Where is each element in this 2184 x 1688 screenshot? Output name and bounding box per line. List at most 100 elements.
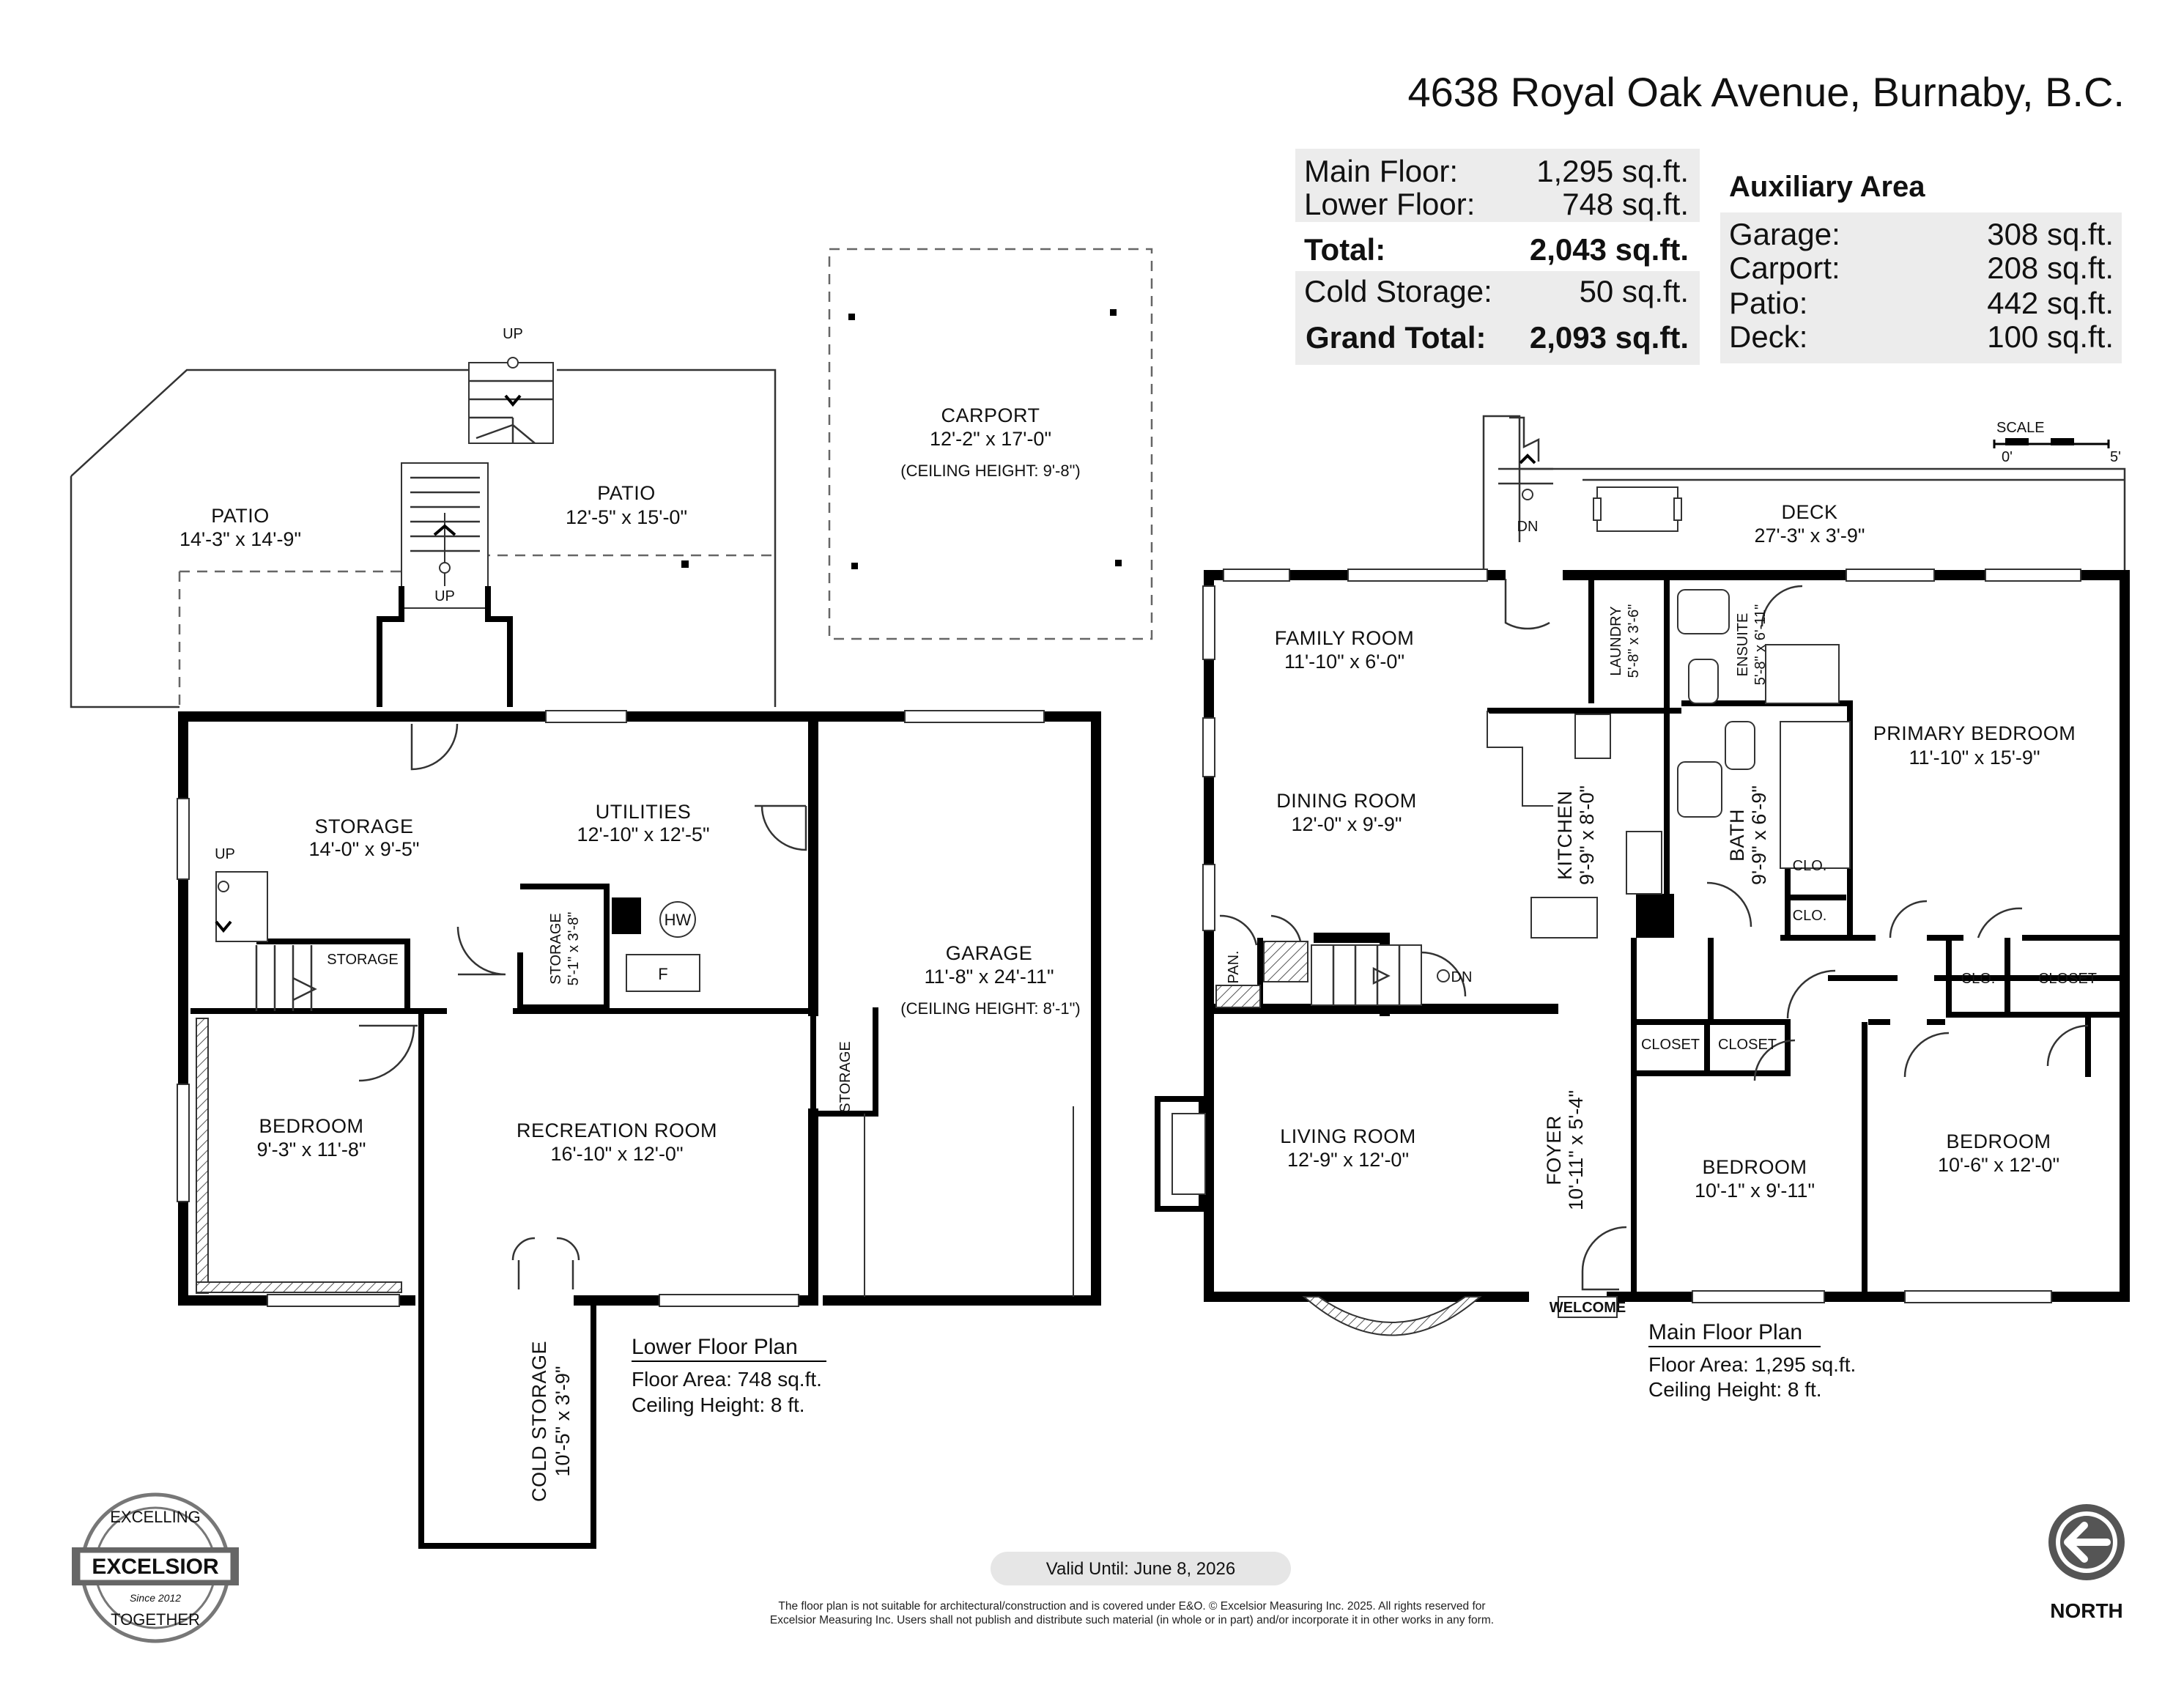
furnace-label: F — [658, 965, 667, 983]
lower-up-mid: UP — [434, 588, 455, 604]
summary-value-main: 1,295 sq.ft. — [1536, 154, 1689, 188]
svg-text:SCALE: SCALE — [1996, 420, 2045, 436]
address-title: 4638 Royal Oak Avenue, Burnaby, B.C. — [1407, 69, 2125, 115]
recreation-name: RECREATION ROOM — [517, 1119, 717, 1141]
logo-name: EXCELSIOR — [92, 1555, 219, 1579]
lower-up-top: UP — [503, 326, 523, 342]
summary-label-total: Total: — [1304, 232, 1385, 267]
clo-1: CLO. — [1793, 858, 1827, 874]
summary-label-cold: Cold Storage: — [1304, 274, 1492, 308]
deck-dn: DN — [1517, 519, 1539, 535]
scale-bar: SCALE 0' 5' — [1993, 420, 2121, 465]
garage-storage-label: STORAGE — [837, 1041, 854, 1112]
lower-floor-area: Floor Area: 748 sq.ft. — [632, 1368, 822, 1391]
kitchen-dim: 9'-9" x 8'-0" — [1576, 785, 1598, 885]
storage-dim: 14'-0" x 9'-5" — [308, 838, 419, 860]
patio-left-name: PATIO — [211, 505, 270, 527]
closet-3: CLOSET — [2038, 971, 2097, 987]
laundry-name: LAUNDRY — [1608, 606, 1624, 675]
lower-floor-title: Lower Floor Plan — [632, 1335, 798, 1359]
north-arrow-icon — [2048, 1504, 2125, 1580]
pantry-label: PAN. — [1226, 950, 1242, 983]
carport-dim: 12'-2" x 17'-0" — [930, 428, 1051, 450]
foyer-dim: 10'-11" x 5'-4" — [1565, 1090, 1587, 1210]
utilities-name: UTILITIES — [596, 801, 692, 823]
patio-right-dim: 12'-5" x 15'-0" — [566, 506, 687, 528]
lower-floor-walls — [177, 710, 1101, 1549]
main-floor-walls — [1155, 569, 2130, 1336]
cold-storage-dim: 10'-5" x 3'-9" — [552, 1366, 574, 1476]
logo-since: Since 2012 — [130, 1592, 181, 1604]
lower-stair-top — [468, 357, 554, 444]
laundry-dim: 5'-8" x 3'-6" — [1626, 604, 1642, 678]
closet-2: CLOSET — [1718, 1037, 1777, 1053]
storage-under-stairs: STORAGE — [327, 952, 398, 968]
lower-stair-mid — [401, 462, 489, 609]
logo-top: EXCELLING — [110, 1508, 201, 1526]
bedroom-mid-dim: 10'-1" x 9'-11" — [1695, 1180, 1815, 1202]
logo-bottom: TOGETHER — [111, 1610, 200, 1629]
garage-name: GARAGE — [946, 942, 1033, 964]
carport-outline — [681, 248, 1153, 640]
lower-patio-outline — [70, 369, 777, 708]
aux-value-deck: 100 sq.ft. — [1987, 319, 2114, 354]
clo-2: CLO. — [1793, 908, 1827, 924]
garage-note: (CEILING HEIGHT: 8'-1") — [900, 999, 1081, 1018]
main-floor-ceiling: Ceiling Height: 8 ft. — [1648, 1378, 1822, 1401]
ensuite-dim: 5'-8" x 6'-11" — [1752, 604, 1769, 685]
foyer-name: FOYER — [1543, 1115, 1565, 1185]
summary-value-cold: 50 sq.ft. — [1580, 274, 1689, 308]
deck-outline — [1482, 415, 2126, 571]
storage-small-dim: 5'-1" x 3'-8" — [566, 912, 582, 986]
summary-label-grand: Grand Total: — [1306, 320, 1487, 355]
aux-label-carport: Carport: — [1729, 251, 1840, 285]
storage-small-name: STORAGE — [548, 913, 564, 984]
excelsior-logo: EXCELLING EXCELSIOR Since 2012 TOGETHER — [72, 1492, 239, 1643]
bath-dim: 9'-9" x 6'-9" — [1748, 785, 1770, 885]
living-name: LIVING ROOM — [1280, 1125, 1416, 1147]
aux-label-patio: Patio: — [1729, 286, 1807, 320]
bath-name: BATH — [1726, 809, 1748, 862]
main-floor-area: Floor Area: 1,295 sq.ft. — [1648, 1353, 1856, 1376]
main-floor-title: Main Floor Plan — [1648, 1320, 1802, 1344]
disclaimer-line-2: Excelsior Measuring Inc. Users shall not… — [770, 1614, 1494, 1626]
lower-floor-ceiling: Ceiling Height: 8 ft. — [632, 1393, 805, 1416]
kitchen-name: KITCHEN — [1554, 791, 1576, 880]
carport-name: CARPORT — [941, 404, 1040, 426]
disclaimer-line-1: The floor plan is not suitable for archi… — [778, 1600, 1485, 1613]
clo-3: CLO. — [1961, 971, 1996, 987]
bedroom-lower-dim: 9'-3" x 11'-8" — [256, 1139, 366, 1160]
living-dim: 12'-9" x 12'-0" — [1287, 1149, 1409, 1171]
closet-1: CLOSET — [1641, 1037, 1700, 1053]
auxiliary-title: Auxiliary Area — [1729, 171, 1925, 203]
stair-dn: DN — [1451, 969, 1473, 985]
svg-text:0': 0' — [2002, 449, 2013, 465]
summary-value-total: 2,043 sq.ft. — [1530, 232, 1689, 267]
aux-value-patio: 442 sq.ft. — [1987, 286, 2114, 320]
summary-value-lower: 748 sq.ft. — [1562, 187, 1689, 221]
lower-up-left: UP — [215, 846, 235, 862]
area-summary-table: Main Floor: 1,295 sq.ft. Lower Floor: 74… — [1295, 149, 1700, 365]
auxiliary-area-table: Auxiliary Area Garage: 308 sq.ft. Carpor… — [1720, 171, 2122, 363]
bedroom-mid-name: BEDROOM — [1702, 1156, 1807, 1178]
svg-text:5': 5' — [2110, 449, 2121, 465]
summary-value-grand: 2,093 sq.ft. — [1530, 320, 1689, 355]
utilities-dim: 12'-10" x 12'-5" — [577, 823, 709, 845]
summary-label-lower: Lower Floor: — [1304, 187, 1475, 221]
valid-until: Valid Until: June 8, 2026 — [1046, 1559, 1235, 1579]
summary-label-main: Main Floor: — [1304, 154, 1458, 188]
carport-note: (CEILING HEIGHT: 9'-8") — [900, 462, 1081, 480]
bedroom-right-dim: 10'-6" x 12'-0" — [1938, 1154, 2059, 1176]
welcome-mat: WELCOME — [1550, 1300, 1626, 1316]
family-name: FAMILY ROOM — [1275, 627, 1415, 649]
patio-left-dim: 14'-3" x 14'-9" — [179, 528, 301, 550]
recreation-dim: 16'-10" x 12'-0" — [550, 1143, 683, 1165]
aux-label-garage: Garage: — [1729, 217, 1840, 251]
aux-value-carport: 208 sq.ft. — [1987, 251, 2114, 285]
family-dim: 11'-10" x 6'-0" — [1284, 651, 1404, 673]
north-label: NORTH — [2050, 1599, 2123, 1622]
bedroom-right-name: BEDROOM — [1946, 1130, 2051, 1152]
primary-name: PRIMARY BEDROOM — [1873, 722, 2076, 744]
aux-label-deck: Deck: — [1729, 319, 1807, 354]
